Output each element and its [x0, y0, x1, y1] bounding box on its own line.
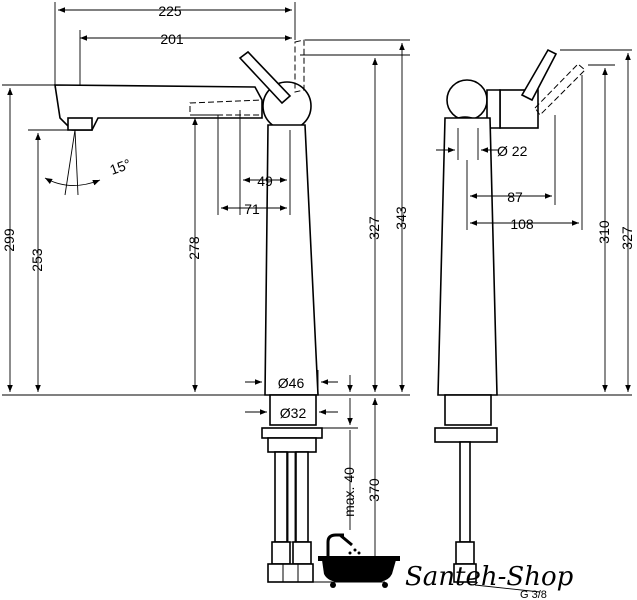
handle-lever-front — [520, 48, 558, 102]
hose-nut-front — [453, 563, 477, 583]
supply-hose-left — [274, 451, 288, 543]
thread-label: G 3/8 — [520, 589, 547, 600]
dim-49: 49 — [257, 173, 273, 189]
front-view-dimensions: Ø 22 87 108 310 327 G 3/8 — [436, 49, 635, 600]
lever-alt-position-front — [534, 63, 586, 116]
dim-diameter-22: Ø 22 — [497, 143, 528, 159]
column-body-front — [437, 117, 498, 396]
side-view-dimensions: 225 201 15° 49 71 299 253 278 — [1, 2, 410, 583]
dim-225: 225 — [158, 3, 182, 19]
mounting-nut-front — [434, 427, 498, 443]
column-body — [264, 124, 319, 396]
base-front — [444, 394, 492, 426]
dim-87: 87 — [507, 189, 523, 205]
spout — [54, 84, 263, 131]
dim-278: 278 — [186, 236, 202, 260]
dim-15-degree: 15° — [108, 156, 133, 178]
lever-alt-position-side — [189, 99, 263, 116]
dim-max-40: max. 40 — [341, 467, 357, 517]
front-view-faucet — [434, 48, 586, 583]
threaded-stud — [287, 451, 296, 543]
dim-108: 108 — [510, 216, 534, 232]
dim-253: 253 — [29, 248, 45, 272]
bathtub-icon — [318, 533, 400, 588]
dim-310: 310 — [596, 220, 612, 244]
fitting-front — [455, 541, 475, 565]
dim-299: 299 — [1, 228, 17, 252]
hose-fitting-right — [292, 541, 312, 565]
santeh-shop-watermark: Santeh-Shop — [318, 533, 574, 592]
lever-alt-position-top — [294, 39, 305, 93]
spout-end — [446, 79, 488, 121]
hose-fitting-left — [271, 541, 291, 565]
supply-hose-right — [295, 451, 309, 543]
dim-327-right: 327 — [619, 226, 635, 250]
aerator — [67, 117, 93, 131]
side-view-faucet — [54, 39, 323, 583]
mounting-nut — [261, 427, 323, 439]
dim-diameter-32: Ø32 — [280, 405, 307, 421]
mounting-plate — [267, 437, 317, 453]
dim-343: 343 — [393, 206, 409, 230]
dim-diameter-46: Ø46 — [278, 375, 305, 391]
hose-front — [459, 441, 471, 543]
dim-71: 71 — [244, 201, 260, 217]
dim-370: 370 — [366, 478, 382, 502]
base — [269, 394, 317, 426]
handle-lever — [238, 50, 292, 105]
dim-201: 201 — [160, 31, 184, 47]
hose-nuts — [267, 563, 314, 583]
dim-327-left: 327 — [366, 216, 382, 240]
brand-name: Santeh-Shop — [405, 562, 574, 592]
